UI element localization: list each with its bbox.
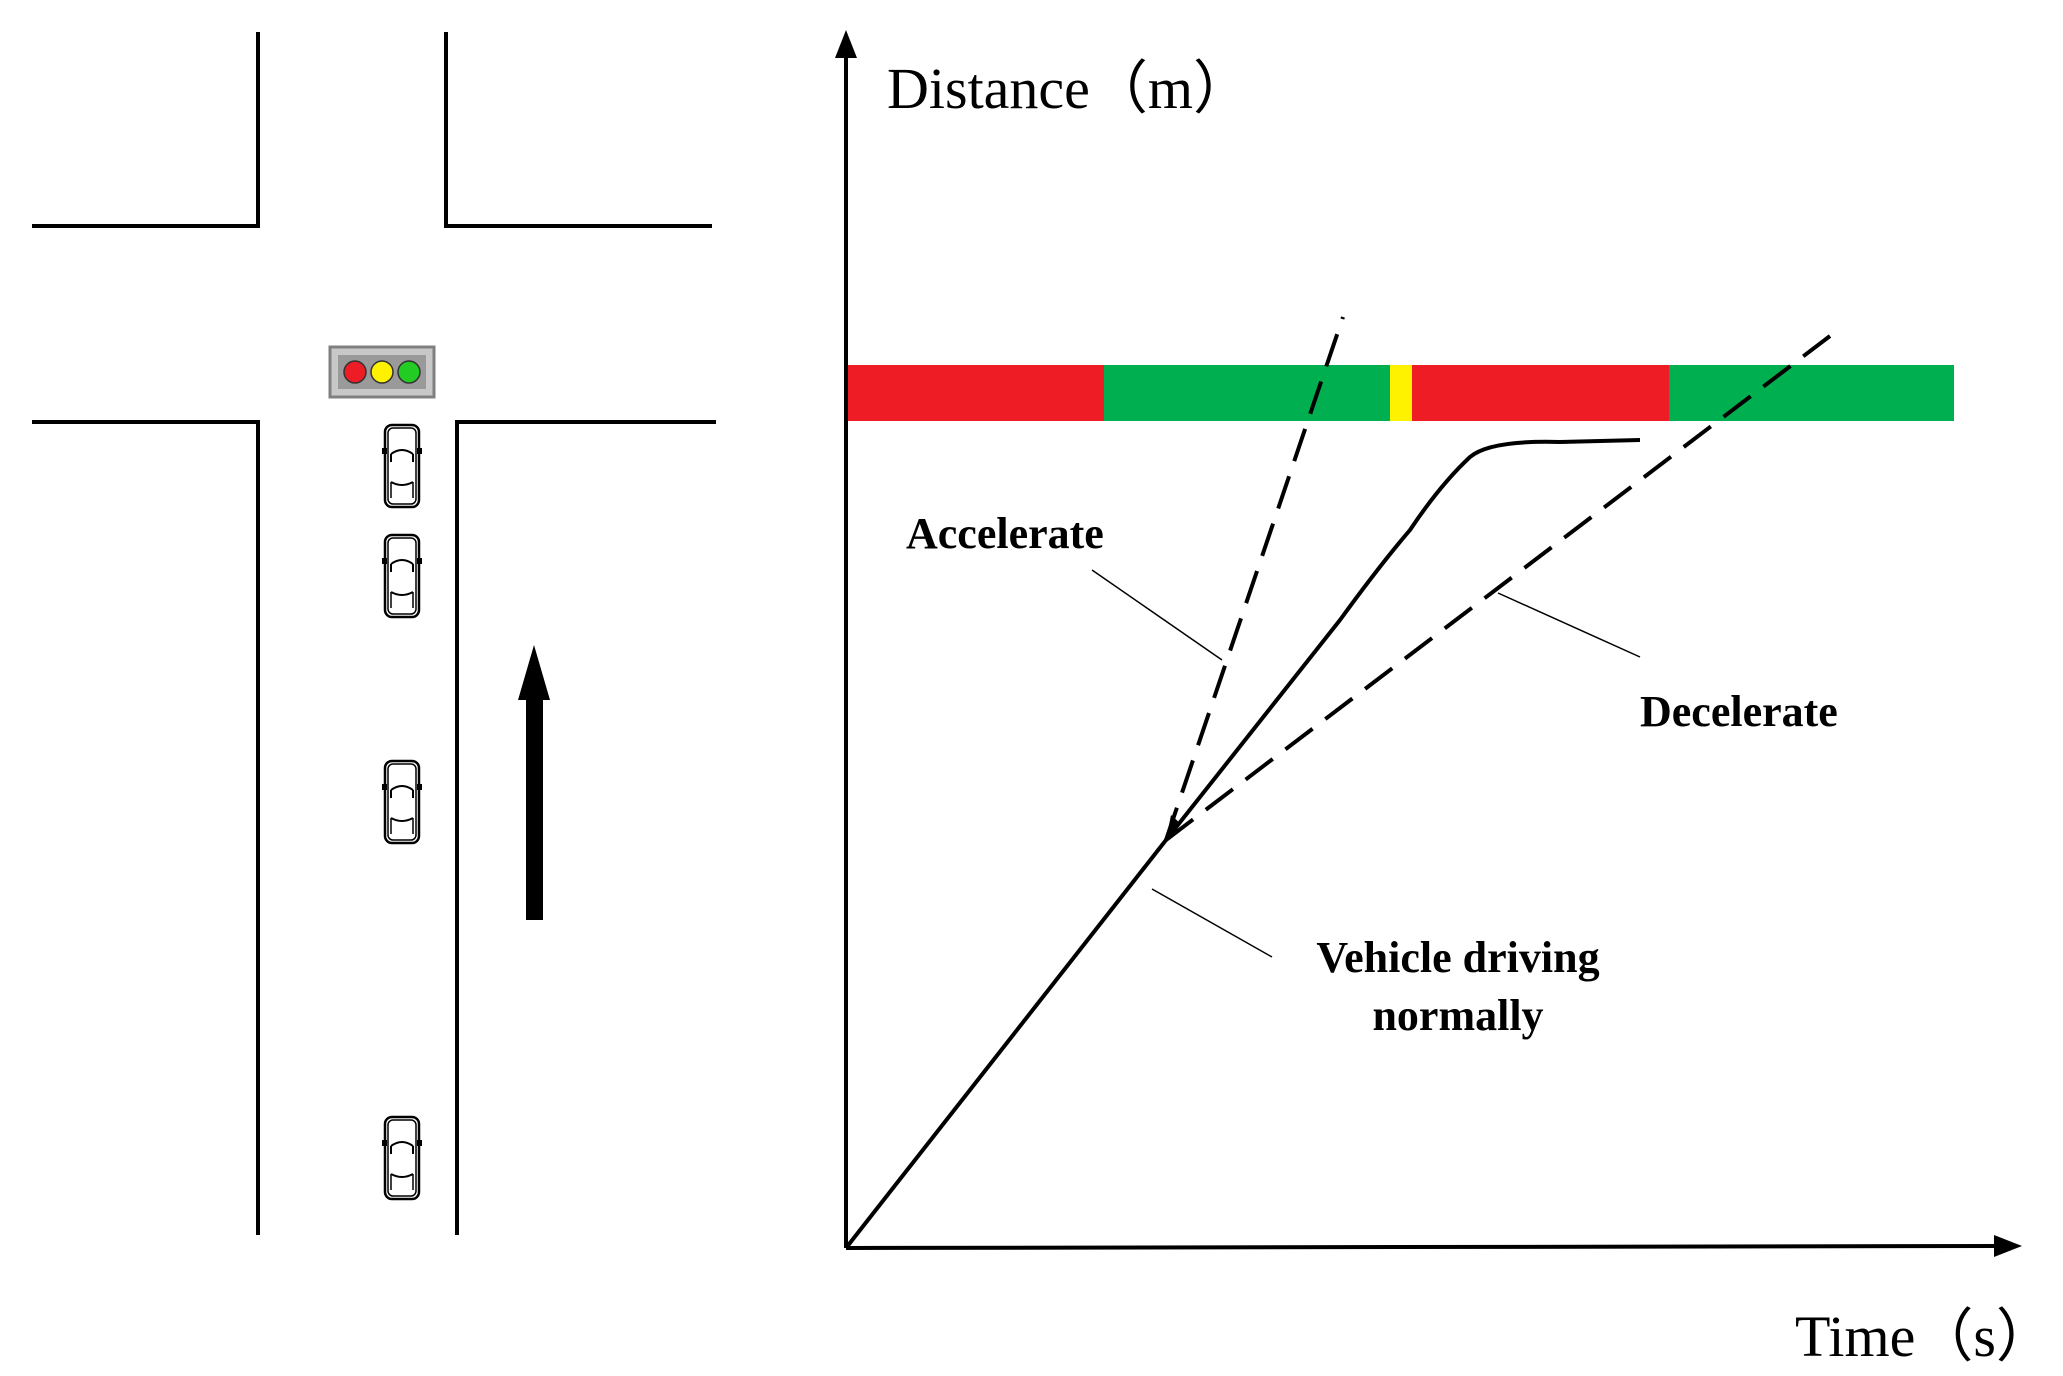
car-icon: [380, 423, 424, 509]
accelerate-dashed-line: [1164, 316, 1345, 841]
signal-phase-red: [846, 365, 1104, 421]
signal-phase-yellow: [1390, 365, 1412, 421]
trajectories: [844, 316, 1832, 1250]
accelerate-label: Accelerate: [906, 509, 1104, 558]
normal-driving-label-line1: Vehicle driving: [1316, 933, 1599, 982]
car-icon: [380, 533, 424, 619]
merge-arrowhead-icon: [1166, 815, 1181, 840]
signal-timing-bar: [846, 365, 1954, 421]
road-edge-top-left: [32, 32, 260, 228]
intersection: [32, 32, 716, 1235]
actual-trajectory-curve: [1164, 438, 1641, 842]
accelerate-leader: [1091, 569, 1223, 661]
road-edge-bottom-left: [32, 420, 260, 1235]
y-axis-arrow-icon: [835, 30, 857, 58]
signal-phase-red: [1412, 365, 1669, 421]
decelerate-label: Decelerate: [1640, 687, 1838, 736]
y-axis-title: Distance（m）: [887, 56, 1251, 121]
red-lamp: [343, 360, 367, 384]
car-icon: [380, 759, 424, 845]
yellow-lamp: [370, 360, 394, 384]
leader-lines: [1091, 569, 1641, 958]
car-icon: [380, 1115, 424, 1201]
road-edge-bottom-right: [455, 420, 716, 1235]
road-edge-top-right: [444, 32, 712, 228]
green-lamp: [397, 360, 421, 384]
signal-phase-green: [1104, 365, 1390, 421]
signal-phase-green: [1669, 365, 1954, 421]
normal-leader: [1151, 888, 1273, 958]
axes: [835, 30, 2022, 1257]
up-arrow-icon: [518, 645, 550, 920]
x-axis-title: Time（s）: [1795, 1304, 2054, 1369]
normal-driving-line: [844, 838, 1168, 1250]
x-axis: [845, 1244, 2001, 1250]
decelerate-leader: [1497, 592, 1641, 658]
traffic-light-icon: [328, 345, 436, 399]
decelerate-dashed-line: [1164, 334, 1832, 842]
x-axis-arrow-icon: [1994, 1235, 2022, 1257]
normal-driving-label-line2: normally: [1372, 991, 1543, 1040]
